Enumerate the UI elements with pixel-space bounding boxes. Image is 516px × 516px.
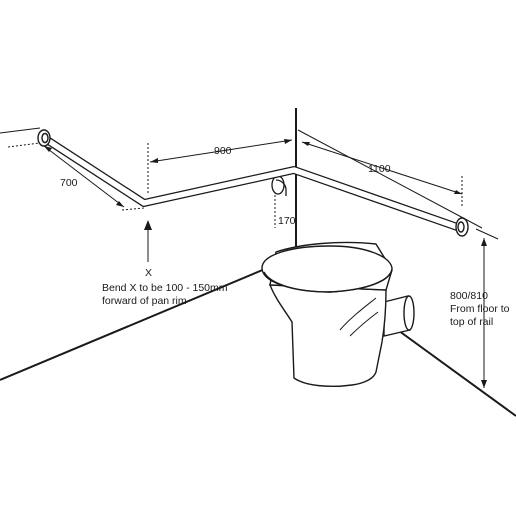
bend-marker-x: X: [145, 267, 152, 279]
dimension-900: 900: [147, 139, 293, 193]
left-wall-flange: [37, 129, 51, 147]
grab-rail: [40, 134, 464, 232]
bend-note-line1: Bend X to be 100 - 150mm: [102, 282, 228, 294]
dimension-1100-label: 1100: [368, 163, 391, 175]
rail-height-value: 800/810: [450, 290, 488, 302]
right-ceiling-edge: [297, 129, 483, 229]
bend-note: X Bend X to be 100 - 150mm forward of pa…: [102, 220, 228, 307]
dimension-170-label: 170: [278, 215, 296, 227]
rail-height-note-line1: From floor to: [450, 303, 510, 315]
dimension-700-label: 700: [60, 177, 78, 189]
dimension-rail-height: 800/810 From floor to top of rail: [450, 228, 510, 388]
dimension-1100: 1100: [301, 141, 463, 206]
rail-support-bracket: [271, 175, 287, 196]
bend-note-line2: forward of pan rim: [102, 295, 187, 307]
dimension-900-label: 900: [214, 145, 232, 157]
toilet: [261, 241, 415, 387]
left-ceiling-edge: [0, 127, 41, 134]
left-floor-wall-edge: [0, 255, 297, 381]
toilet-pan: [268, 284, 387, 387]
right-wall-flange: [455, 217, 469, 237]
rail-height-note-line2: top of rail: [450, 316, 493, 328]
dimension-700: 700: [7, 142, 145, 211]
dimension-170: 170: [274, 195, 296, 228]
